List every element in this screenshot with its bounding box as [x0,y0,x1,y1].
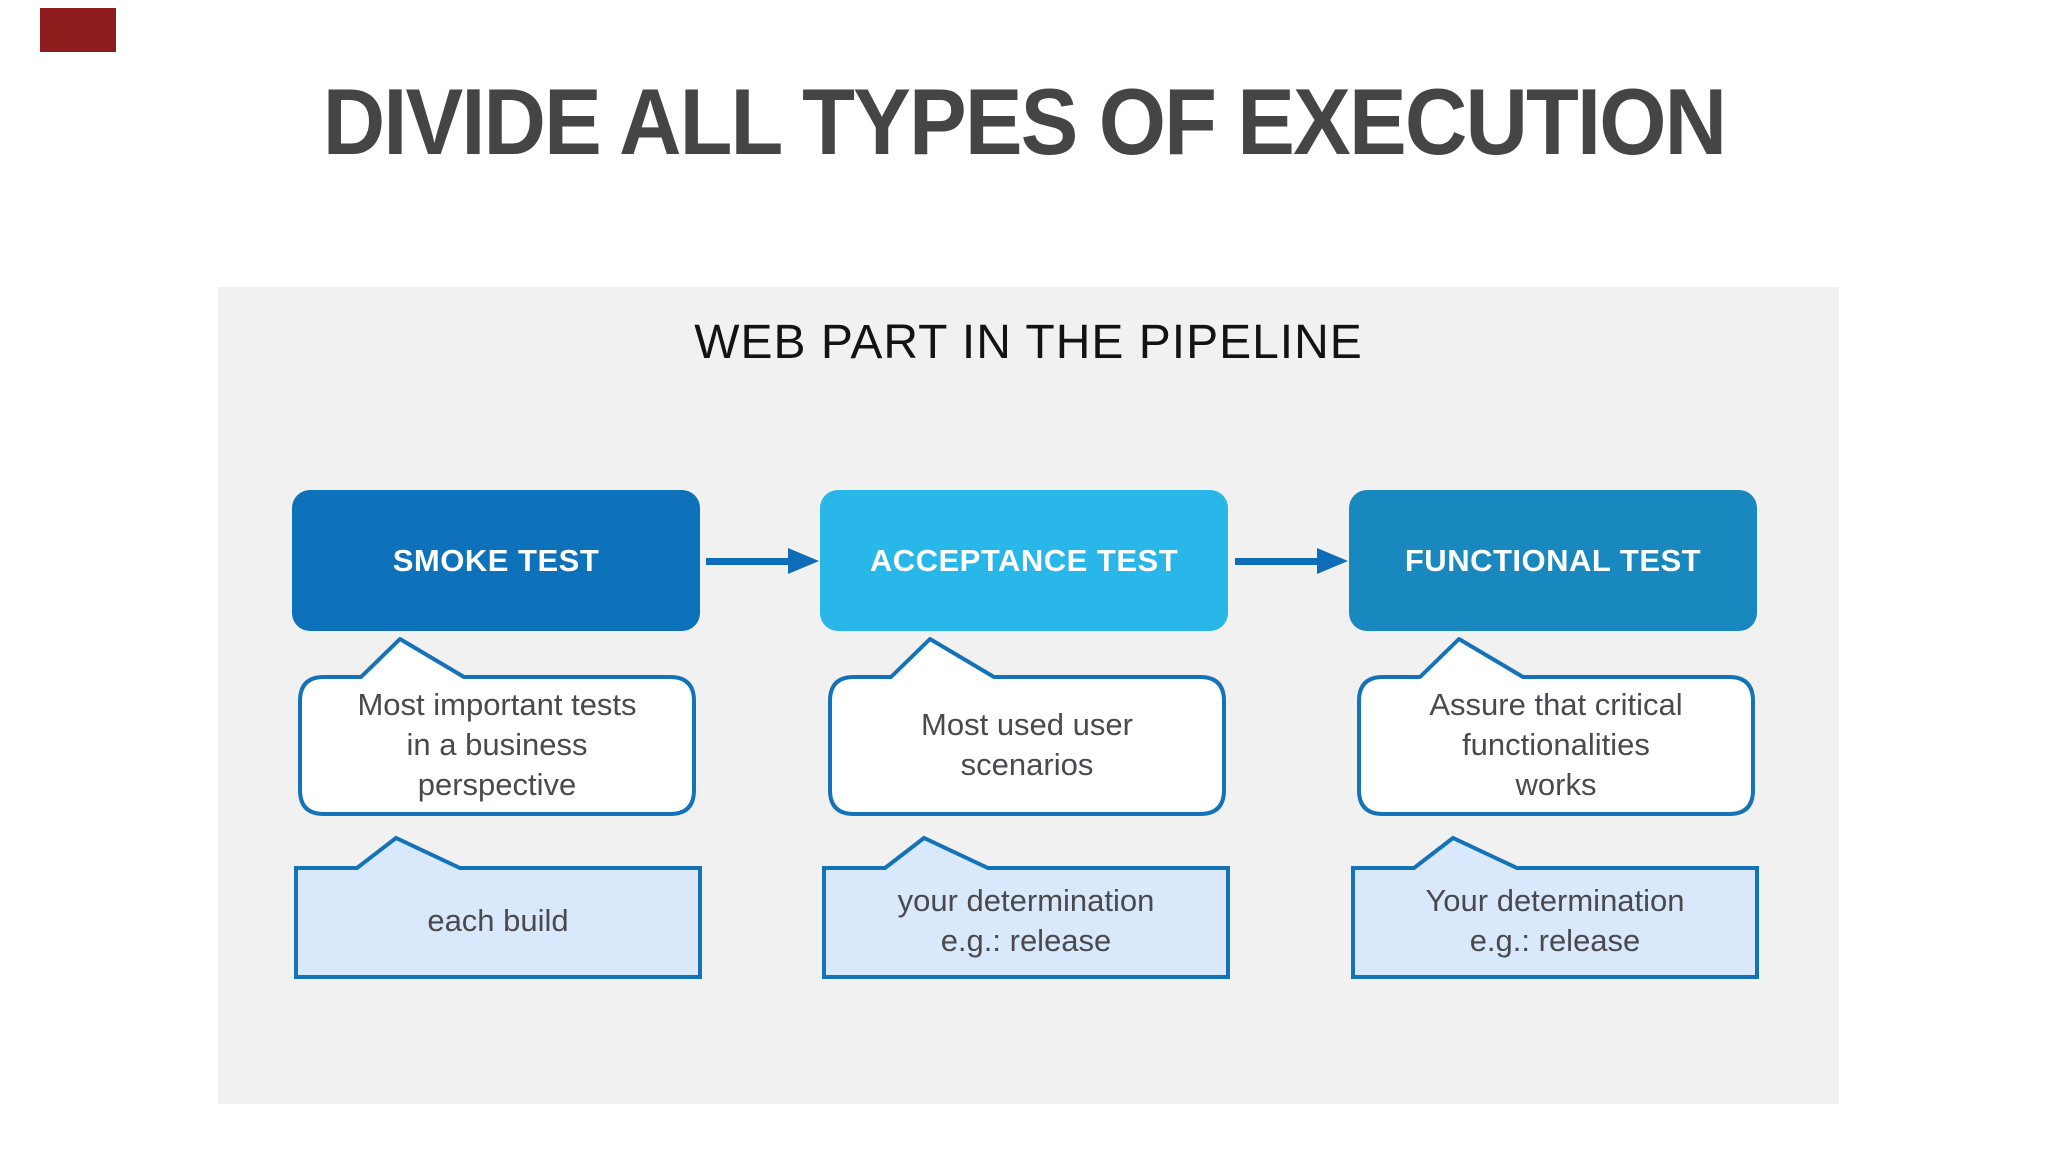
arrow-shaft [1235,558,1319,565]
stage-box-acceptance-test: ACCEPTANCE TEST [820,490,1228,631]
description-text: Assure that critical functionalities wor… [1429,687,1683,802]
schedule-callout-acceptance: your determination e.g.: release [822,832,1230,979]
description-text: Most important tests in a business persp… [357,687,637,802]
section-heading: WEB PART IN THE PIPELINE [694,316,1363,369]
arrowhead-right-icon [1317,548,1348,574]
description-text: Most used user scenarios [921,707,1133,782]
description-callout-acceptance: Most used user scenarios [828,634,1226,819]
stage-box-functional-test: FUNCTIONAL TEST [1349,490,1757,631]
schedule-callout-smoke: each build [294,832,702,979]
flow-arrow-acceptance-to-functional [1235,548,1349,574]
schedule-text: each build [427,902,569,938]
flow-arrow-smoke-to-acceptance [706,548,820,574]
description-callout-smoke: Most important tests in a business persp… [298,634,696,819]
arrow-shaft [706,558,790,565]
arrowhead-right-icon [788,548,819,574]
red-corner-marker [40,8,116,52]
content-panel: WEB PART IN THE PIPELINE SMOKE TEST ACCE… [218,287,1839,1104]
schedule-text: Your determination e.g.: release [1425,882,1685,958]
schedule-callout-functional: Your determination e.g.: release [1351,832,1759,979]
page-title: DIVIDE ALL TYPES OF EXECUTION [322,69,1727,174]
schedule-text: your determination e.g.: release [897,882,1155,958]
stage-box-smoke-test: SMOKE TEST [292,490,700,631]
description-callout-functional: Assure that critical functionalities wor… [1357,634,1755,819]
